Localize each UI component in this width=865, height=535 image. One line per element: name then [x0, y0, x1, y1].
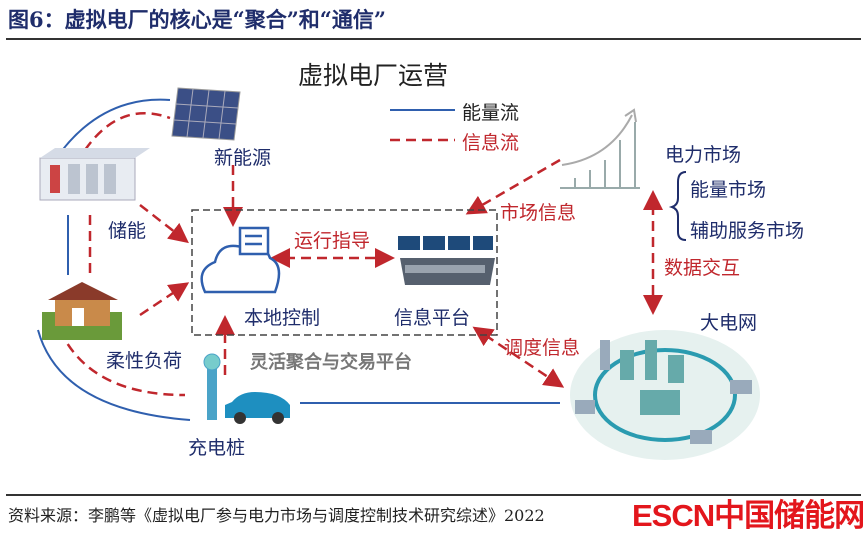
market-bracket: [668, 171, 687, 241]
house-icon: [42, 282, 122, 340]
title-rule: [6, 38, 861, 40]
cloud-server-icon: [200, 226, 281, 294]
platform-dashed-box: [191, 209, 498, 336]
flexible-load-label: 柔性负荷: [106, 350, 183, 372]
escn-watermark-logo: ESCN中国储能网: [632, 498, 865, 533]
ev-charger-icon: [203, 353, 290, 424]
legend-energy-label: 能量流: [462, 102, 520, 124]
data-exchange-label: 数据交互: [664, 257, 741, 279]
power-grid-icon: [570, 330, 760, 460]
footer-rule: [6, 494, 861, 496]
market-chart-icon: [560, 108, 640, 189]
charging-pile-label: 充电桩: [188, 437, 246, 459]
platform-name-label: 灵活聚合与交易平台: [250, 352, 412, 373]
legend-info-label: 信息流: [462, 132, 520, 154]
ancillary-market-label: 辅助服务市场: [690, 220, 805, 242]
energy-market-label: 能量市场: [690, 179, 767, 201]
power-market-label: 电力市场: [665, 144, 742, 166]
operation-guidance-label: 运行指导: [294, 230, 371, 252]
energy-flow-lines: [37, 98, 560, 421]
local-control-label: 本地控制: [244, 307, 321, 329]
market-info-label: 市场信息: [500, 202, 577, 224]
storage-label: 储能: [108, 220, 147, 242]
diagram-title: 虚拟电厂运营: [298, 61, 449, 90]
renewable-label: 新能源: [214, 147, 272, 169]
storage-cabinet-icon: [39, 148, 150, 201]
info-flow-lines: [58, 111, 663, 397]
figure-title: 图6：虚拟电厂的核心是“聚合”和“通信”: [8, 7, 386, 32]
dispatch-info-label: 调度信息: [504, 337, 581, 359]
control-room-icon: [398, 236, 495, 285]
source-note: 资料来源：李鹏等《虚拟电厂参与电力市场与调度控制技术研究综述》2022: [8, 506, 545, 525]
grid-label: 大电网: [700, 312, 758, 334]
info-platform-label: 信息平台: [394, 307, 471, 329]
solar-panel-icon: [171, 87, 241, 141]
